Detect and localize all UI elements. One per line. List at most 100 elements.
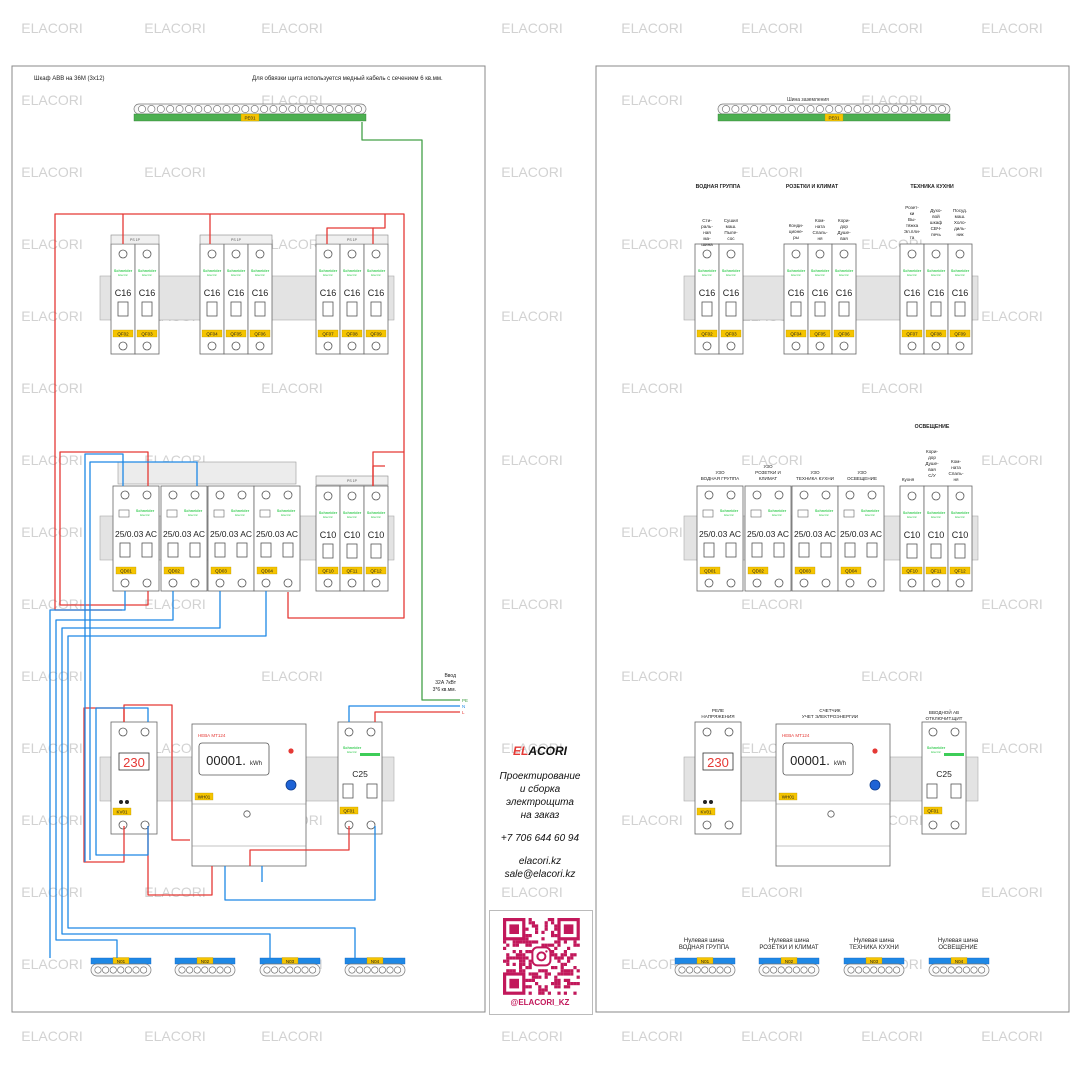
rcd-toggle: [236, 542, 248, 558]
bus-screw: [724, 966, 732, 974]
terminal-screw: [839, 249, 849, 259]
schneider-logo: Schneider: [927, 269, 946, 273]
watermark-text: ELACORI: [501, 740, 562, 756]
terminal-screw: [190, 490, 200, 500]
main-breaker-body: [921, 721, 967, 835]
terminal-screw: [371, 491, 381, 501]
bus-screw: [731, 105, 740, 113]
bus-screw: [371, 966, 379, 974]
qr-code-icon: [503, 918, 580, 995]
qr-module: [519, 959, 523, 963]
device-tag-text: QD01: [704, 569, 716, 574]
watermark-text: ELACORI: [21, 1028, 82, 1044]
input-label: 32А 7кВт: [435, 680, 456, 686]
bus-screw: [335, 105, 344, 113]
qr-module: [557, 940, 561, 944]
watermark-text: ELACORI: [261, 20, 322, 36]
breaker-body: [947, 243, 973, 355]
tagline-line: Проектирование: [499, 771, 581, 782]
device-tag: [112, 329, 134, 338]
terminal-screw: [702, 820, 712, 830]
watermark-text: ELACORI: [741, 596, 802, 612]
wire: [122, 213, 211, 244]
qr-module: [519, 953, 523, 957]
watermark-text: ELACORI: [21, 884, 82, 900]
circuit-label: Душе-: [925, 461, 939, 466]
rcd-toggle: [725, 542, 737, 558]
device-label: НАПРЯЖЕНИЯ: [701, 714, 734, 719]
schneider-logo: Electric: [235, 513, 245, 517]
terminal-screw: [118, 249, 128, 259]
watermark-text: ELACORI: [621, 20, 682, 36]
bus-screw: [138, 105, 146, 113]
schneider-logo: Electric: [726, 273, 736, 277]
qr-module: [551, 943, 555, 947]
wire: [59, 451, 149, 606]
brand-phone[interactable]: +7 706 644 60 94: [500, 833, 580, 844]
circuit-label: ТЕХНИКА КУХНИ: [796, 476, 834, 481]
schneider-logo: Schneider: [184, 509, 203, 513]
terminal-screw: [867, 490, 877, 500]
device-tag: [115, 566, 137, 575]
qr-module: [515, 956, 519, 960]
circuit-label: Кори-: [838, 218, 850, 223]
qr-module: [528, 985, 532, 989]
bus-screw: [354, 105, 362, 113]
watermark-text: ELACORI: [501, 308, 562, 324]
brand-email[interactable]: sale@elacori.kz: [504, 869, 576, 880]
meter-brand: НЕВА МТ124: [198, 733, 226, 738]
rcd-test-button: [259, 509, 271, 518]
bus-screw: [224, 966, 232, 974]
qr-module: [576, 943, 580, 947]
bus-screw: [203, 105, 212, 113]
watermark-text: ELACORI: [621, 668, 682, 684]
watermark-text: ELACORI: [21, 812, 82, 828]
qr-module: [560, 969, 564, 973]
bus-screw: [269, 105, 278, 113]
circuit-label: Ком-: [951, 459, 961, 464]
breaker-toggle: [701, 301, 713, 317]
terminal-screw: [702, 727, 712, 737]
terminal-screw: [231, 249, 241, 259]
neutral-bus-label: Нулевая шина: [769, 938, 810, 944]
relay-body: [110, 721, 158, 835]
device-tag-text: QF01: [343, 809, 355, 814]
instagram-handle[interactable]: @ELACORI_KZ: [510, 998, 570, 1007]
bus-screw: [844, 105, 852, 113]
bus-screw: [394, 966, 402, 974]
qr-module: [541, 937, 545, 941]
device-tag: [809, 329, 831, 338]
circuit-label: УЗО: [857, 470, 867, 475]
main-breaker-rating: C25: [936, 769, 952, 779]
schneider-logo: Schneider: [343, 746, 362, 750]
device-tag-text: QF12: [954, 569, 966, 574]
wire: [249, 826, 350, 866]
qr-module: [541, 969, 545, 973]
schneider-logo: Electric: [702, 273, 712, 277]
brand-site[interactable]: elacori.kz: [518, 856, 562, 867]
meter-pulse-led: [288, 748, 294, 754]
schneider-logo: Schneider: [343, 269, 362, 273]
device-tag: [696, 807, 716, 816]
qr-module: [576, 969, 580, 973]
terminal-screw: [142, 249, 152, 259]
device-tag: [925, 566, 947, 575]
terminal-screw: [347, 341, 357, 351]
watermark-text: ELACORI: [981, 596, 1042, 612]
bus-screw: [932, 966, 940, 974]
qr-module: [547, 918, 551, 922]
qr-code-frame[interactable]: [489, 910, 593, 1015]
qr-module: [563, 985, 567, 989]
bus-screw: [686, 966, 694, 974]
bus-screw: [885, 966, 893, 974]
circuit-label: Духо-: [930, 208, 942, 213]
circuit-label: ня: [953, 477, 959, 482]
circuit-label: ная: [703, 230, 711, 235]
device-tag: [747, 566, 769, 575]
watermark-text: ELACORI: [741, 452, 802, 468]
watermark-text: ELACORI: [261, 668, 322, 684]
qr-module: [506, 953, 510, 957]
terminal-screw: [726, 578, 736, 588]
rcd-toggle: [703, 542, 715, 558]
bus-screw: [288, 105, 297, 113]
